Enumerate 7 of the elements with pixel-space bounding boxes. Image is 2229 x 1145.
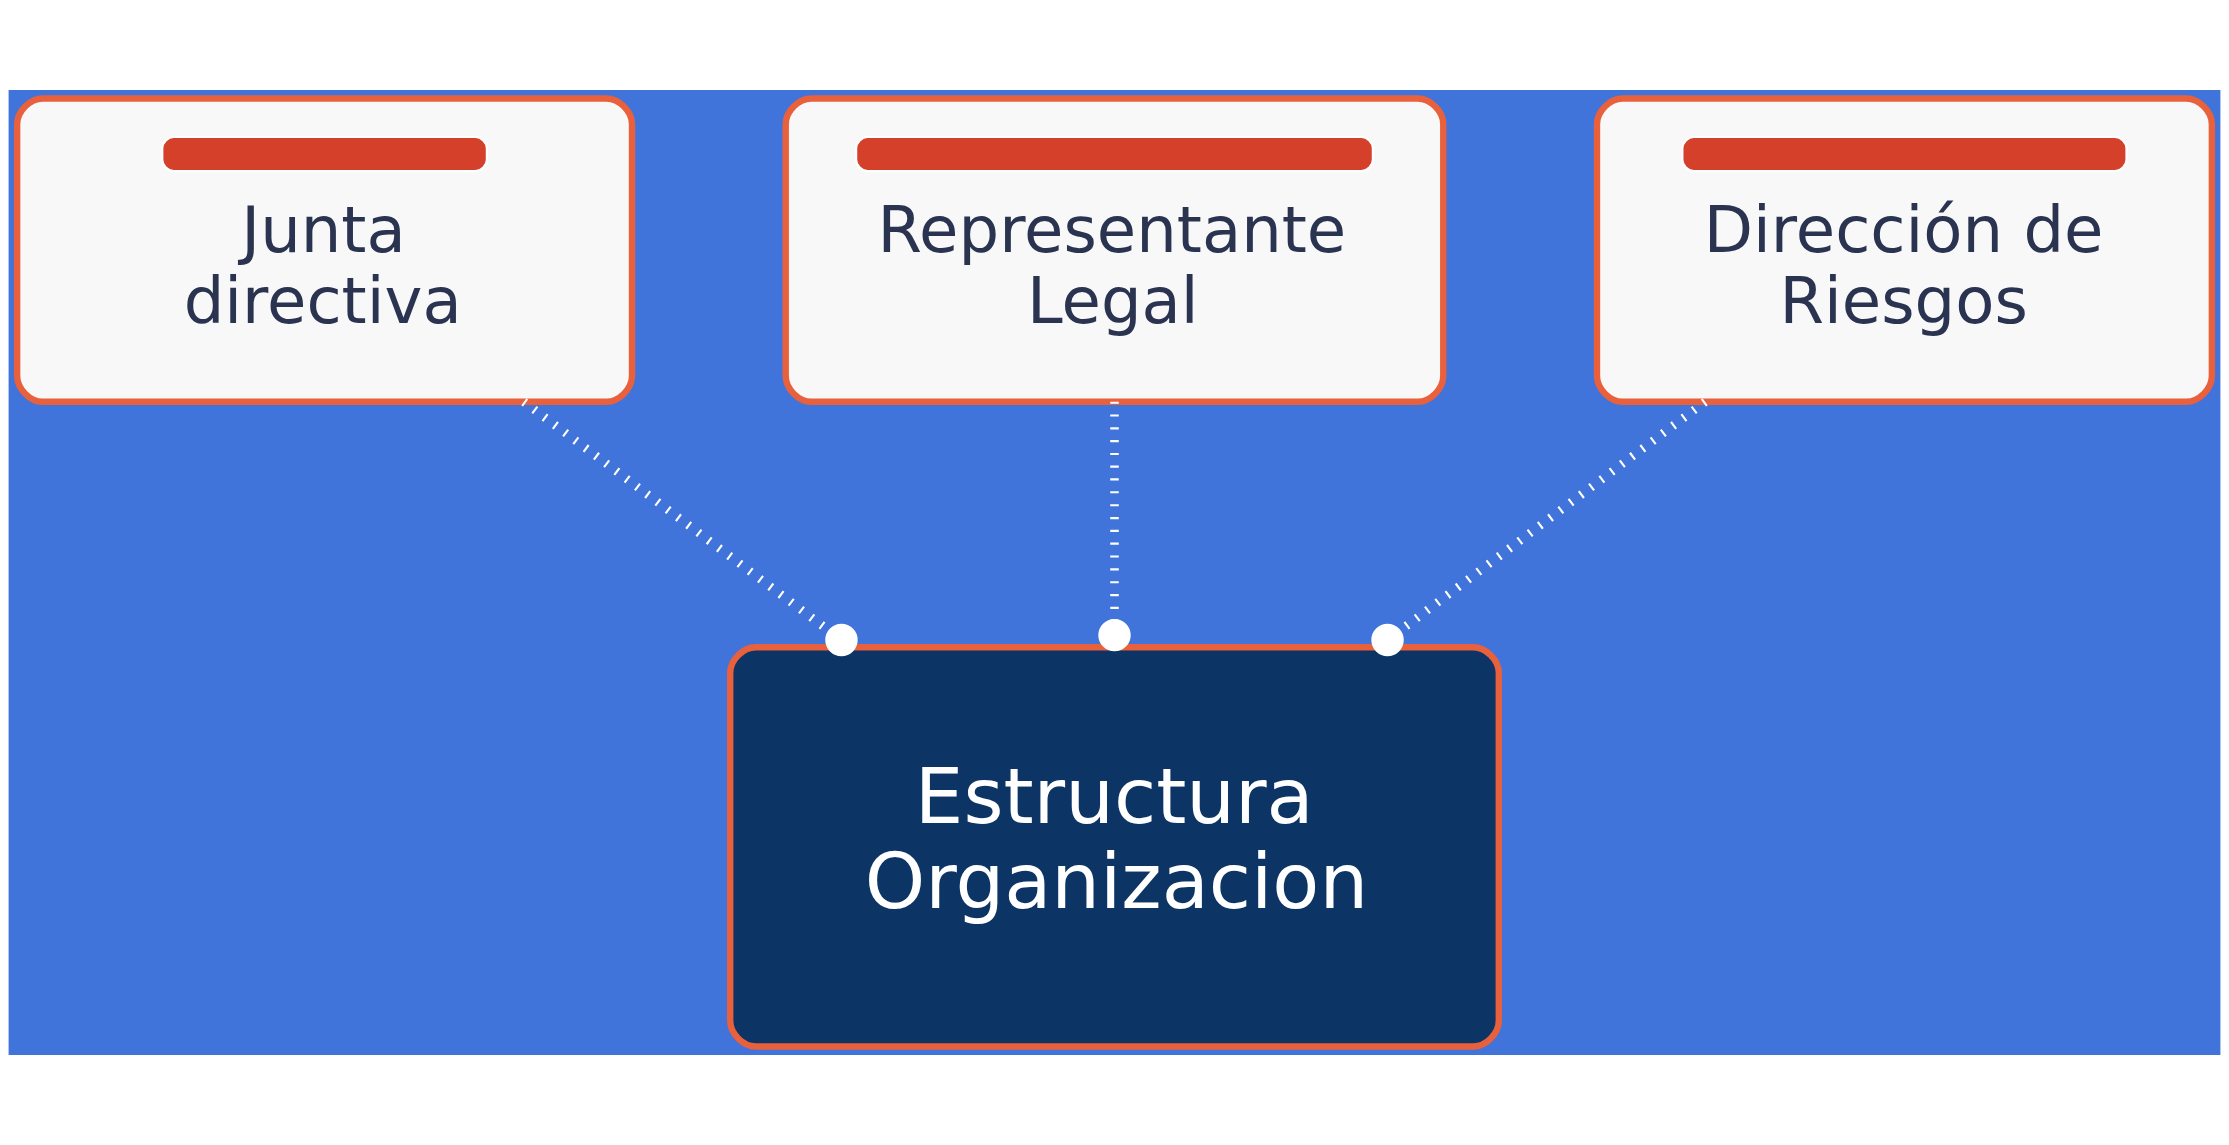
node-box: Dirección de Riesgos [1593, 95, 2216, 405]
node-box: Representante Legal [782, 95, 1447, 405]
connector [1371, 398, 1708, 657]
node-box: Junta directiva [13, 95, 636, 405]
connector [1098, 401, 1131, 652]
node-box: Estructura Organizacion [727, 644, 1502, 1050]
connector [521, 398, 858, 657]
